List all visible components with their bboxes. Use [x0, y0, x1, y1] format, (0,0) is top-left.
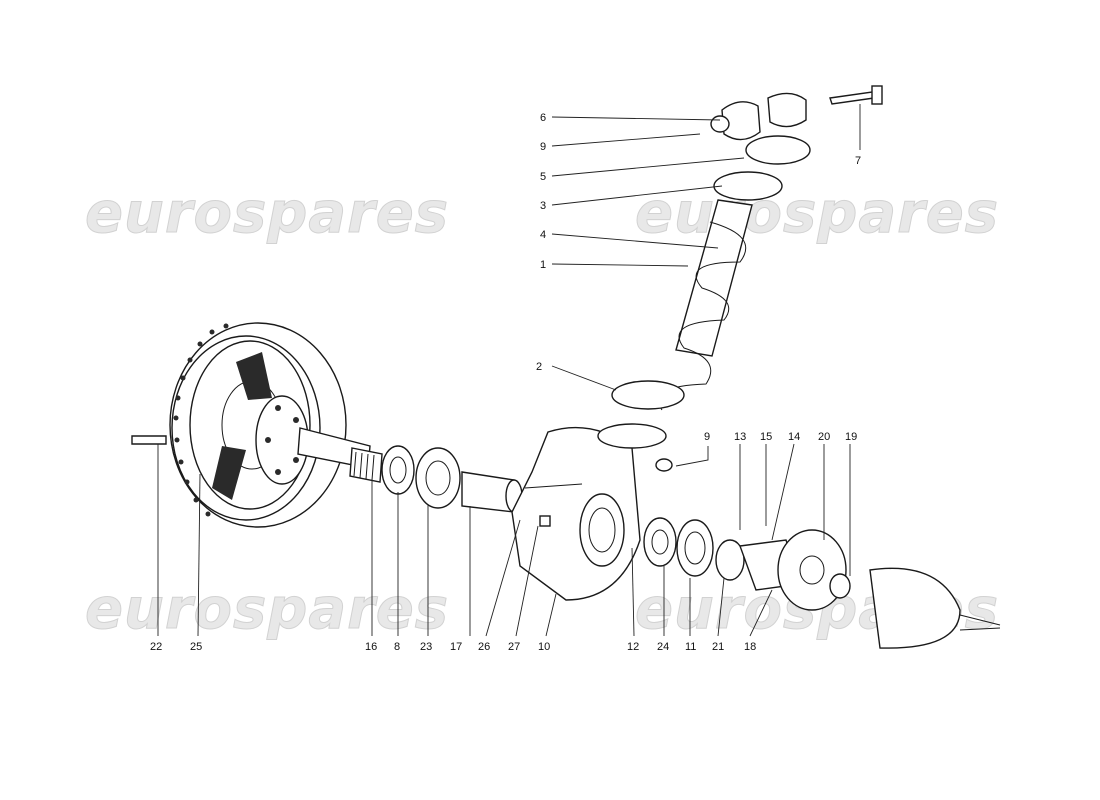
callout-21: 21 — [712, 641, 724, 653]
callout-12: 12 — [627, 641, 639, 653]
callout-6: 6 — [540, 112, 546, 124]
leader-lines — [157, 104, 861, 637]
callout-17: 17 — [450, 641, 462, 653]
callout-27: 27 — [508, 641, 520, 653]
watermarks: eurospares eurospares eurospares eurospa… — [85, 181, 999, 643]
callout-9-lower: 9 — [704, 431, 710, 443]
callout-16: 16 — [365, 641, 377, 653]
callout-19: 19 — [845, 431, 857, 443]
callout-1: 1 — [540, 259, 546, 271]
callout-24: 24 — [657, 641, 669, 653]
callout-26: 26 — [478, 641, 490, 653]
callout-labels: 6 9 5 3 4 1 7 2 9 13 15 14 20 19 22 25 1… — [150, 112, 861, 653]
watermark-bottom-left: eurospares — [85, 577, 449, 642]
callout-3: 3 — [540, 200, 546, 212]
spring-damper-unit — [597, 92, 811, 472]
callout-4: 4 — [540, 229, 546, 241]
callout-13: 13 — [734, 431, 746, 443]
callout-20: 20 — [818, 431, 830, 443]
callout-9-upper: 9 — [540, 141, 546, 153]
callout-11: 11 — [685, 641, 696, 653]
callout-2: 2 — [536, 361, 542, 373]
callout-23: 23 — [420, 641, 432, 653]
hub-carrier — [511, 426, 641, 601]
bearings — [381, 445, 523, 513]
watermark-top-right: eurospares — [635, 181, 999, 246]
callout-25: 25 — [190, 641, 202, 653]
callout-18: 18 — [744, 641, 756, 653]
watermark-top-left: eurospares — [85, 181, 449, 246]
callout-7: 7 — [855, 155, 861, 167]
outboard-hub-parts — [643, 517, 1001, 649]
disc-vent-holes — [173, 323, 229, 517]
bolts — [131, 85, 883, 445]
callout-15: 15 — [760, 431, 772, 443]
callout-22: 22 — [150, 641, 162, 653]
callout-14: 14 — [788, 431, 800, 443]
callout-10: 10 — [538, 641, 550, 653]
callout-5: 5 — [540, 171, 546, 183]
hub-and-shaft — [255, 395, 383, 485]
callout-8: 8 — [394, 641, 400, 653]
